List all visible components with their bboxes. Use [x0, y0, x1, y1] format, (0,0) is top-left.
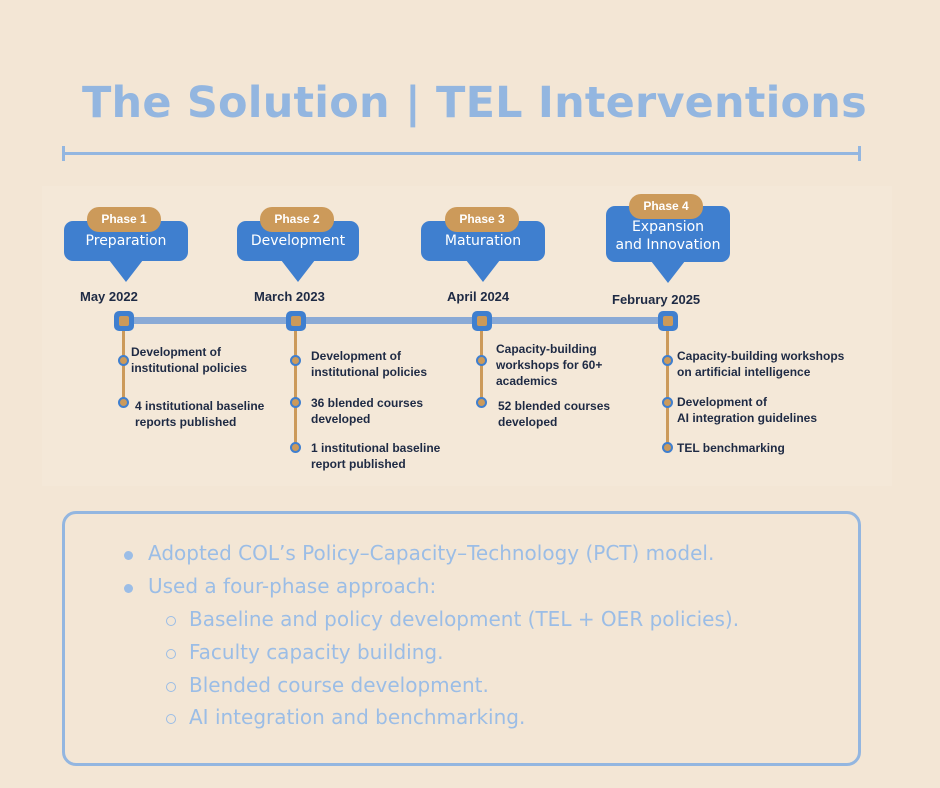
- phase-4-item-3: TEL benchmarking: [677, 441, 785, 455]
- page-title: The Solution | TEL Interventions: [82, 78, 867, 128]
- phase-2-pill: Phase 2: [260, 207, 334, 232]
- item-dot: [476, 355, 487, 366]
- item-dot: [662, 442, 673, 453]
- item-dot: [662, 355, 673, 366]
- phase-3-stem: [480, 331, 483, 403]
- item-dot: [476, 397, 487, 408]
- timeline-node-3: [472, 311, 492, 331]
- bullet-icon: [124, 584, 133, 593]
- phase-1-pill: Phase 1: [87, 207, 161, 232]
- phase-2-date: March 2023: [254, 289, 325, 304]
- phase-2-item-1: Development of institutional policies: [311, 349, 428, 379]
- phase-2-stem: [294, 331, 297, 448]
- title-divider: [62, 146, 861, 161]
- phase-3-item-2: 52 blended courses developed: [498, 399, 611, 429]
- phase-1-item-2: 4 institutional baseline reports publish…: [135, 399, 265, 429]
- item-dot: [290, 355, 301, 366]
- phase-1-label: Preparation: [85, 233, 167, 249]
- item-dot: [118, 397, 129, 408]
- phase-4-label: Expansion and Innovation: [615, 219, 721, 253]
- phase-4-date: February 2025: [612, 292, 701, 307]
- sub-bullet-icon: [166, 682, 176, 692]
- phase-2-card: Development: [237, 221, 359, 282]
- phase-2-item-2: 36 blended courses developed: [311, 396, 424, 426]
- phase-4-stem: [666, 331, 669, 448]
- phase-4-pill: Phase 4: [629, 194, 703, 219]
- item-dot: [662, 397, 673, 408]
- phase-3-date: April 2024: [447, 289, 510, 304]
- timeline-node-1: [114, 311, 134, 331]
- phase-2-label: Development: [250, 233, 346, 249]
- phase-1-stem: [122, 331, 125, 403]
- item-dot: [118, 355, 129, 366]
- sub-bullet-icon: [166, 649, 176, 659]
- phase-3-pill: Phase 3: [445, 207, 519, 232]
- summary-box: [62, 511, 861, 766]
- phase-1-item-1: Development of institutional policies: [131, 345, 248, 375]
- phase-3-label: Maturation: [444, 233, 522, 249]
- summary-sub-bullet-3: Blended course development.: [189, 673, 489, 697]
- summary-sub-bullet-2: Faculty capacity building.: [189, 640, 444, 664]
- phase-1-date: May 2022: [80, 289, 138, 304]
- timeline-node-4: [658, 311, 678, 331]
- phase-4-item-1: Capacity-building workshops on artificia…: [677, 349, 845, 379]
- summary-bullet-1: Adopted COL’s Policy–Capacity–Technology…: [148, 541, 715, 565]
- item-dot: [290, 397, 301, 408]
- bullet-icon: [124, 551, 133, 560]
- timeline-node-2: [286, 311, 306, 331]
- sub-bullet-icon: [166, 616, 176, 626]
- summary-bullet-2: Used a four-phase approach:: [148, 574, 437, 598]
- sub-bullet-icon: [166, 714, 176, 724]
- timeline-track: [123, 317, 669, 324]
- phase-3-item-1: Capacity-building workshops for 60+ acad…: [496, 342, 603, 388]
- phase-2-item-3: 1 institutional baseline report publishe…: [311, 441, 441, 471]
- summary-sub-bullet-1: Baseline and policy development (TEL + O…: [189, 607, 740, 631]
- phase-4-item-2: Development of AI integration guidelines: [677, 395, 818, 425]
- item-dot: [290, 442, 301, 453]
- summary-sub-bullet-4: AI integration and benchmarking.: [189, 705, 526, 729]
